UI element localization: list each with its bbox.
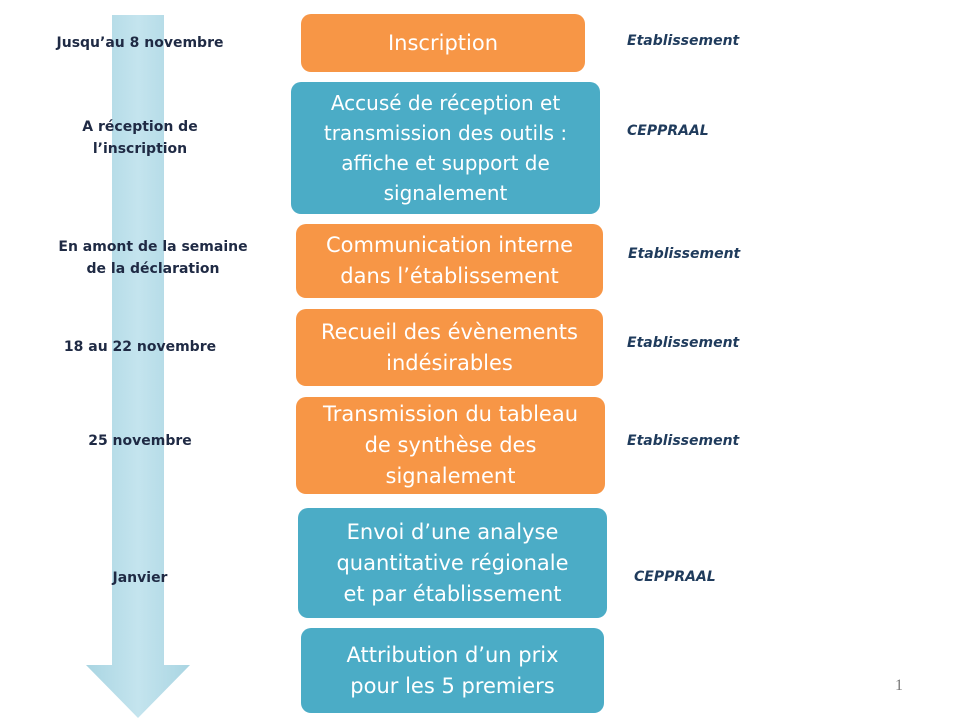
timeline-actor-2: CEPPRAAL xyxy=(627,123,709,139)
timeline-date-6: Janvier xyxy=(112,570,168,586)
timeline-actor-1: Etablissement xyxy=(627,33,740,49)
timeline-date-2: A réception de l’inscription xyxy=(82,119,198,157)
step-envoi-analyse: Envoi d’une analyse quantitative régiona… xyxy=(298,508,607,618)
timeline-date-3: En amont de la semaine de la déclaration xyxy=(58,239,248,277)
step-recueil-evenements: Recueil des évènements indésirables xyxy=(296,309,603,386)
step-inscription: Inscription xyxy=(301,14,585,72)
timeline-actor-3: Etablissement xyxy=(628,246,741,262)
step-transmission-tableau: Transmission du tableau de synthèse des … xyxy=(296,397,605,494)
step-accuse-reception: Accusé de réception et transmission des … xyxy=(291,82,600,214)
timeline-arrow xyxy=(86,15,190,718)
timeline-date-1: Jusqu’au 8 novembre xyxy=(56,35,224,51)
step-communication-interne: Communication interne dans l’établisseme… xyxy=(296,224,603,298)
timeline-actor-6: CEPPRAAL xyxy=(634,569,716,585)
timeline-date-5: 25 novembre xyxy=(88,433,192,449)
timeline-date-4: 18 au 22 novembre xyxy=(63,339,217,355)
step-attribution-prix: Attribution d’un prix pour les 5 premier… xyxy=(301,628,604,713)
timeline-actor-5: Etablissement xyxy=(627,433,740,449)
timeline-actor-4: Etablissement xyxy=(627,335,740,351)
page-number: 1 xyxy=(895,677,903,694)
